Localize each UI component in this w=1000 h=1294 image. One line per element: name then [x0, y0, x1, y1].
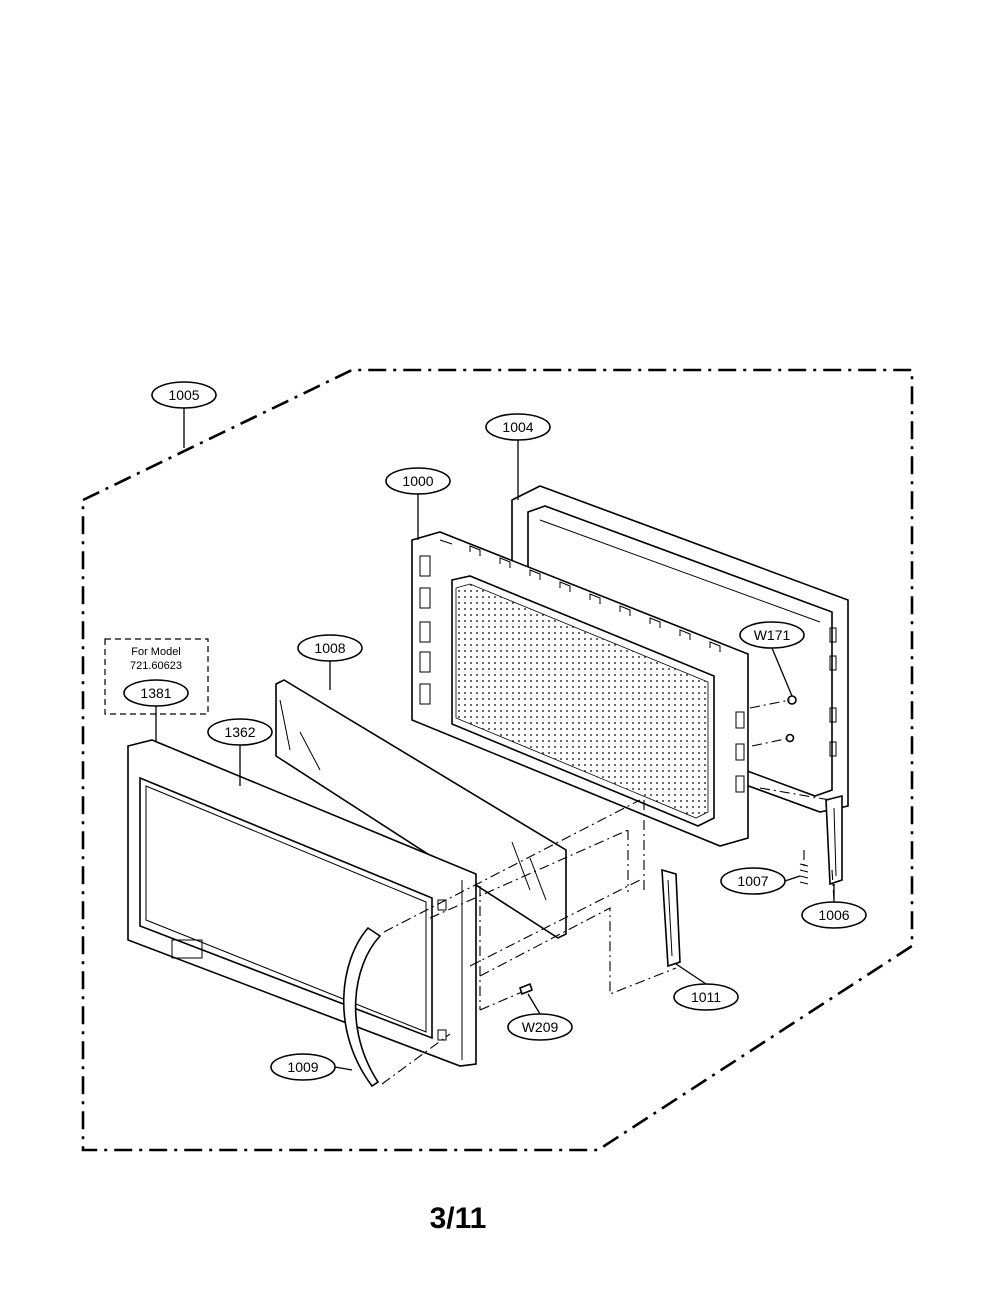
svg-text:1381: 1381	[140, 685, 171, 701]
svg-text:1006: 1006	[818, 907, 849, 923]
callout-1000: 1000	[385, 467, 451, 540]
svg-text:1011: 1011	[691, 989, 721, 1005]
note-line-1: For Model	[131, 646, 181, 658]
part-1000-panel	[411, 531, 749, 847]
svg-text:1007: 1007	[737, 873, 768, 889]
model-note: For Model 721.60623	[104, 638, 209, 715]
callout-1362: 1362	[207, 718, 273, 786]
part-1006-hook	[825, 794, 843, 886]
svg-text:W171: W171	[754, 627, 791, 643]
callout-1006: 1006	[801, 884, 867, 929]
callout-1004: 1004	[485, 413, 551, 500]
callout-1009: 1009	[270, 1053, 353, 1081]
callout-1011: 1011	[673, 963, 739, 1011]
alignment-lines	[381, 699, 835, 1085]
part-1008-glass	[275, 679, 567, 939]
part-1011-latch	[661, 868, 681, 968]
callout-1381: 1381	[123, 679, 189, 742]
svg-text:1009: 1009	[287, 1059, 318, 1075]
page-number: 3/11	[430, 1202, 487, 1235]
callout-w171: W171	[739, 621, 805, 697]
svg-text:1005: 1005	[168, 387, 199, 403]
assembly-boundary	[81, 368, 914, 1152]
svg-text:1000: 1000	[402, 473, 433, 489]
svg-text:1004: 1004	[502, 419, 533, 435]
part-1007-spring	[799, 863, 809, 885]
callout-w209: W209	[507, 993, 573, 1041]
callout-1008: 1008	[297, 634, 363, 690]
part-1009-handle	[342, 926, 382, 1088]
svg-text:W209: W209	[522, 1019, 559, 1035]
svg-text:1362: 1362	[224, 724, 255, 740]
note-line-2: 721.60623	[130, 660, 182, 672]
callout-1005: 1005	[151, 381, 217, 448]
svg-text:1008: 1008	[314, 640, 345, 656]
callout-1007: 1007	[720, 867, 801, 895]
